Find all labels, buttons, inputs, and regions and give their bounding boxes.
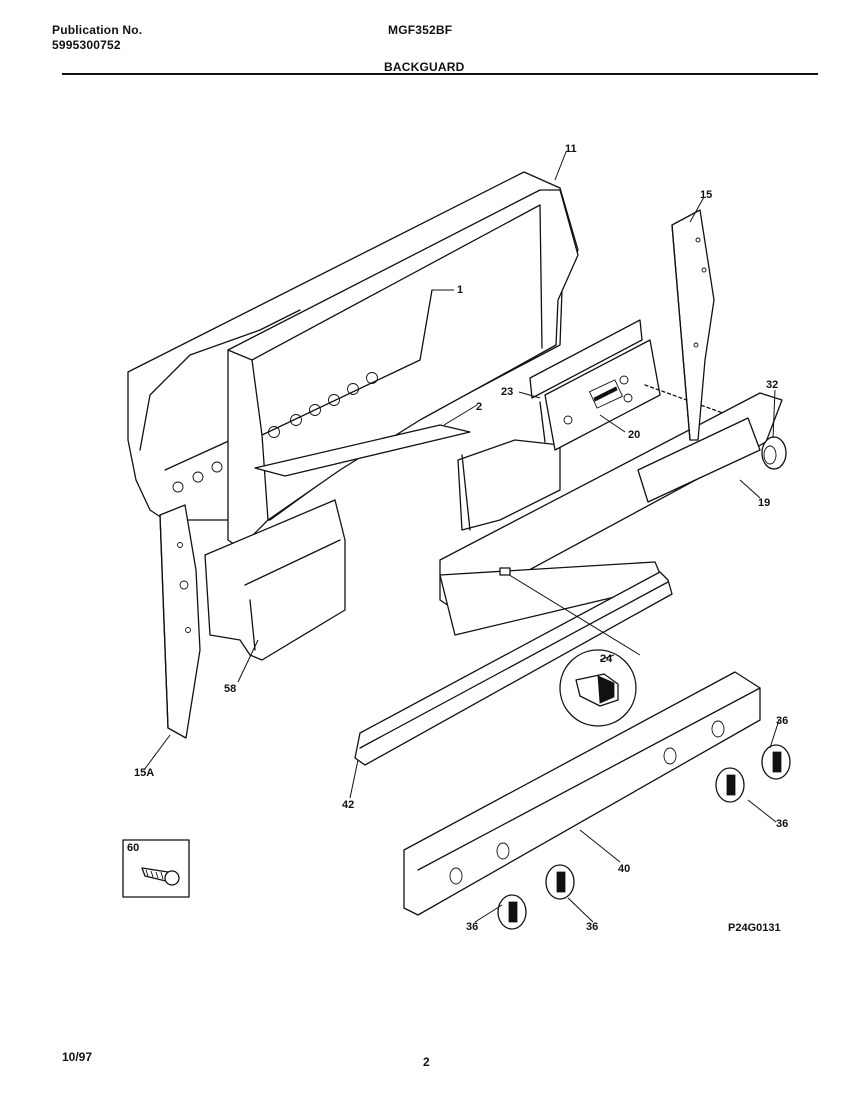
section-title: BACKGUARD bbox=[384, 60, 465, 74]
manifold-panel-part bbox=[403, 671, 761, 916]
callout-36-d: 36 bbox=[586, 921, 598, 933]
callout-15: 15 bbox=[700, 189, 712, 201]
callout-20: 20 bbox=[628, 429, 640, 441]
right-end-bracket-part bbox=[671, 209, 715, 441]
callout-24: 24 bbox=[600, 653, 613, 665]
screw-inset-part bbox=[122, 839, 190, 898]
clock-knob-part bbox=[761, 436, 787, 470]
callout-60: 60 bbox=[127, 842, 139, 854]
control-board-part bbox=[529, 319, 771, 451]
callout-40: 40 bbox=[618, 863, 630, 875]
callout-58: 58 bbox=[224, 683, 236, 695]
callout-15a: 15A bbox=[134, 767, 154, 779]
revision-date: 10/97 bbox=[62, 1050, 93, 1064]
callout-32: 32 bbox=[766, 379, 778, 391]
callout-36-a: 36 bbox=[776, 715, 788, 727]
burner-knob-part bbox=[497, 744, 791, 930]
callout-11: 11 bbox=[565, 143, 577, 155]
panel-insert-part bbox=[254, 424, 561, 531]
left-end-bracket-part bbox=[159, 504, 201, 739]
page-number: 2 bbox=[423, 1055, 430, 1069]
callout-1: 1 bbox=[457, 284, 463, 296]
callout-23: 23 bbox=[501, 386, 513, 398]
control-panel-trim-part bbox=[439, 392, 783, 611]
trim-extrusion-part bbox=[354, 561, 673, 766]
header-rule bbox=[62, 73, 818, 75]
lower-rear-bracket-part bbox=[204, 499, 346, 661]
figure-code: P24G0131 bbox=[728, 922, 781, 934]
callout-labels: 11 1 2 15 32 23 20 19 58 24 15A 42 36 36… bbox=[127, 143, 788, 934]
callout-42: 42 bbox=[342, 799, 354, 811]
callout-36-c: 36 bbox=[466, 921, 478, 933]
switch-detail-part bbox=[499, 567, 641, 727]
publication-number: 5995300752 bbox=[52, 38, 121, 52]
publication-label: Publication No. bbox=[52, 23, 143, 37]
model-number: MGF352BF bbox=[388, 23, 453, 37]
leader-lines bbox=[143, 151, 780, 923]
callout-2: 2 bbox=[476, 401, 482, 413]
callout-36-b: 36 bbox=[776, 818, 788, 830]
callout-19: 19 bbox=[758, 497, 770, 509]
